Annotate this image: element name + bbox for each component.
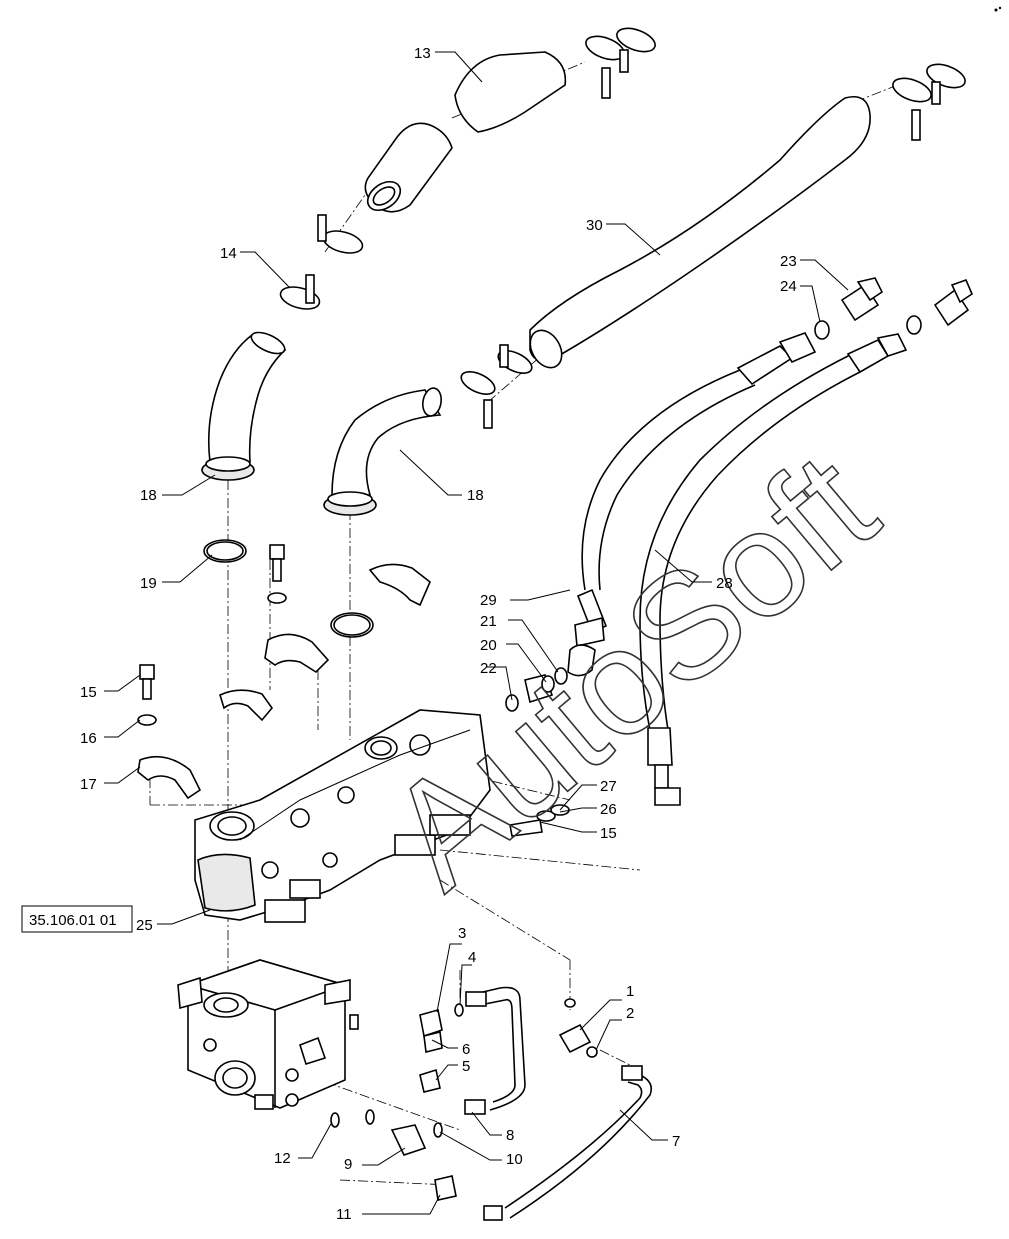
callout-21: 21	[480, 613, 497, 630]
callout-13: 13	[414, 45, 431, 62]
callout-19: 19	[140, 575, 157, 592]
reference-code[interactable]: 35.106.01 01	[29, 912, 117, 929]
callout-labels: 13 14 18 18 19 30 23 24 28 29 21 20 22 1…	[80, 45, 797, 1223]
callout-2: 2	[626, 1005, 634, 1022]
callout-3: 3	[458, 925, 466, 942]
fittings-23-24	[814, 277, 973, 340]
valve-block	[177, 959, 359, 1110]
callout-20: 20	[480, 637, 497, 654]
watermark-text: AutoSoft	[357, 421, 906, 920]
callout-15-left: 15	[80, 684, 97, 701]
hose-13	[364, 51, 567, 213]
callout-28: 28	[716, 575, 733, 592]
callout-27: 27	[600, 778, 617, 795]
callout-29: 29	[480, 592, 497, 609]
callout-1: 1	[626, 983, 634, 1000]
callout-9: 9	[344, 1156, 352, 1173]
callout-5: 5	[462, 1058, 470, 1075]
callout-10: 10	[506, 1151, 523, 1168]
callout-15-right: 15	[600, 825, 617, 842]
tube-7-and-8	[464, 986, 653, 1221]
callout-24: 24	[780, 278, 797, 295]
callout-14: 14	[220, 245, 237, 262]
callout-25: 25	[136, 917, 153, 934]
callout-7: 7	[672, 1133, 680, 1150]
bolts-clamps	[137, 544, 570, 837]
callout-8: 8	[506, 1127, 514, 1144]
callout-16: 16	[80, 730, 97, 747]
o-rings	[203, 539, 374, 638]
callout-6: 6	[462, 1041, 470, 1058]
callout-17: 17	[80, 776, 97, 793]
hose-clamps-upper	[279, 27, 966, 429]
callout-30: 30	[586, 217, 603, 234]
callout-18-right: 18	[467, 487, 484, 504]
callout-26: 26	[600, 801, 617, 818]
callout-22: 22	[480, 660, 497, 677]
callout-23: 23	[780, 253, 797, 270]
callout-4: 4	[468, 949, 476, 966]
elbow-pipe-18-left	[201, 331, 287, 481]
hydraulic-hoses-28-29	[567, 332, 908, 806]
reference-box[interactable]: 35.106.01 01	[21, 905, 133, 933]
corner-mark	[994, 6, 1002, 12]
pump-assembly-25	[194, 709, 491, 923]
fittings-bottom	[330, 998, 598, 1201]
leader-lines	[104, 51, 849, 1215]
callout-11: 11	[336, 1206, 352, 1223]
hose-30	[529, 96, 871, 369]
callout-18-left: 18	[140, 487, 157, 504]
callout-12: 12	[274, 1150, 291, 1167]
elbow-pipe-18-right	[323, 387, 442, 516]
watermark: AutoSoft	[356, 420, 906, 920]
